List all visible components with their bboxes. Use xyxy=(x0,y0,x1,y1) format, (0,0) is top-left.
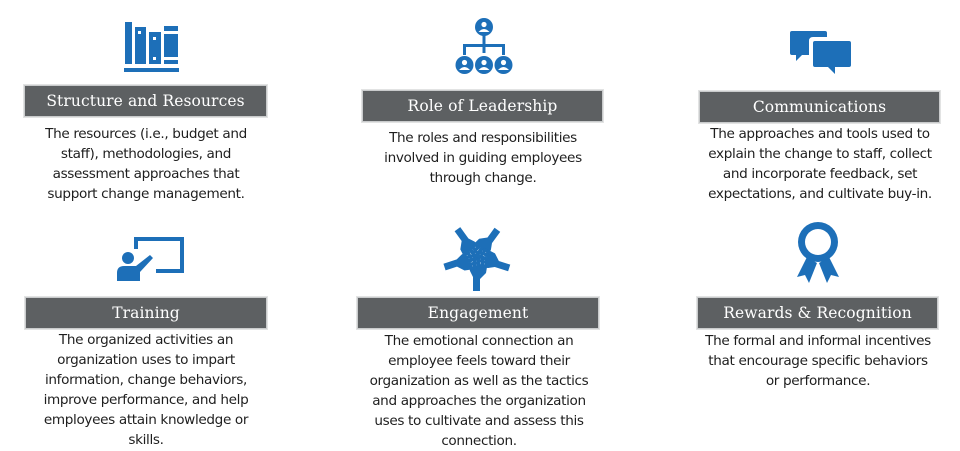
card-description: The formal and informal incentives that … xyxy=(705,333,931,389)
speech-bubbles-icon xyxy=(789,29,853,77)
award-ribbon-icon xyxy=(793,221,843,285)
card-description: The roles and responsibilities involved … xyxy=(384,130,582,186)
card-title: Role of Leadership xyxy=(407,97,558,115)
card-title: Rewards & Recognition xyxy=(723,304,912,322)
card-title: Structure and Resources xyxy=(46,92,245,110)
card-title-bar: Role of Leadership xyxy=(362,90,603,122)
card-description: The approaches and tools used to explain… xyxy=(708,126,932,202)
card-title: Training xyxy=(112,304,180,322)
card-description: The emotional connection an employee fee… xyxy=(369,333,589,449)
presenter-board-icon xyxy=(116,235,188,283)
card-title-bar: Training xyxy=(25,297,267,329)
card-description: The resources (i.e., budget and staff), … xyxy=(45,126,247,202)
card-title: Engagement xyxy=(427,304,529,322)
card-title: Communications xyxy=(752,98,887,116)
card-description: The organized activities an organization… xyxy=(43,332,249,448)
card-title-bar: Communications xyxy=(699,91,940,123)
card-title-bar: Rewards & Recognition xyxy=(697,297,938,329)
org-chart-icon xyxy=(453,18,515,76)
books-icon xyxy=(122,20,180,74)
card-title-bar: Engagement xyxy=(357,297,599,329)
card-title-bar: Structure and Resources xyxy=(24,85,267,117)
joined-hands-icon xyxy=(438,221,516,293)
